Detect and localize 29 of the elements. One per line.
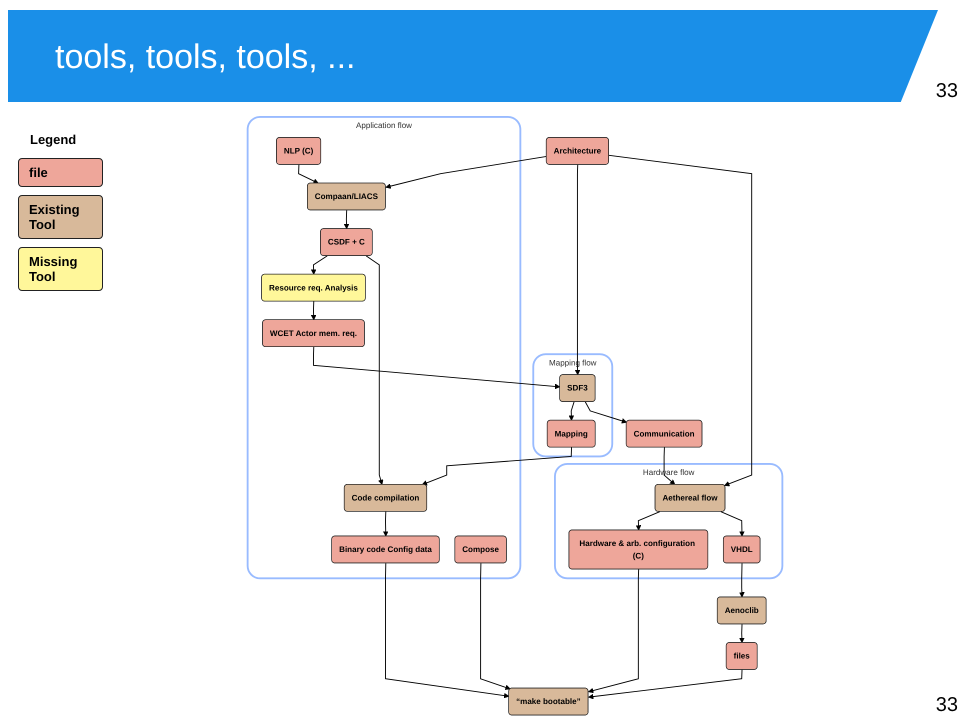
page-number: 33 (936, 694, 958, 717)
arrow (422, 447, 572, 486)
arrow (664, 447, 676, 485)
arrow (298, 164, 319, 184)
page-number: 33 (936, 80, 958, 103)
arrow (385, 156, 548, 189)
arrow (636, 511, 660, 530)
arrow (480, 562, 511, 690)
legend-key: Existing Tool (18, 195, 103, 239)
legend-key: Missing Tool (18, 247, 103, 291)
arrow (344, 210, 350, 230)
legend-key: file (18, 158, 103, 187)
legend-heading: Legend (30, 132, 76, 147)
arrow (313, 346, 560, 390)
arrow (568, 401, 575, 421)
arrow (584, 401, 628, 424)
arrow (720, 511, 745, 537)
arrow (739, 562, 745, 598)
arrow (574, 164, 580, 376)
arrow (588, 568, 640, 694)
arrow (608, 154, 752, 486)
arrow (310, 255, 328, 275)
arrow (385, 562, 510, 698)
arrow (382, 511, 388, 537)
arrow (310, 300, 316, 320)
slide-title: tools, tools, tools, ... (55, 38, 356, 77)
arrow (588, 669, 742, 700)
arrow (739, 624, 745, 644)
arrow (366, 255, 384, 485)
